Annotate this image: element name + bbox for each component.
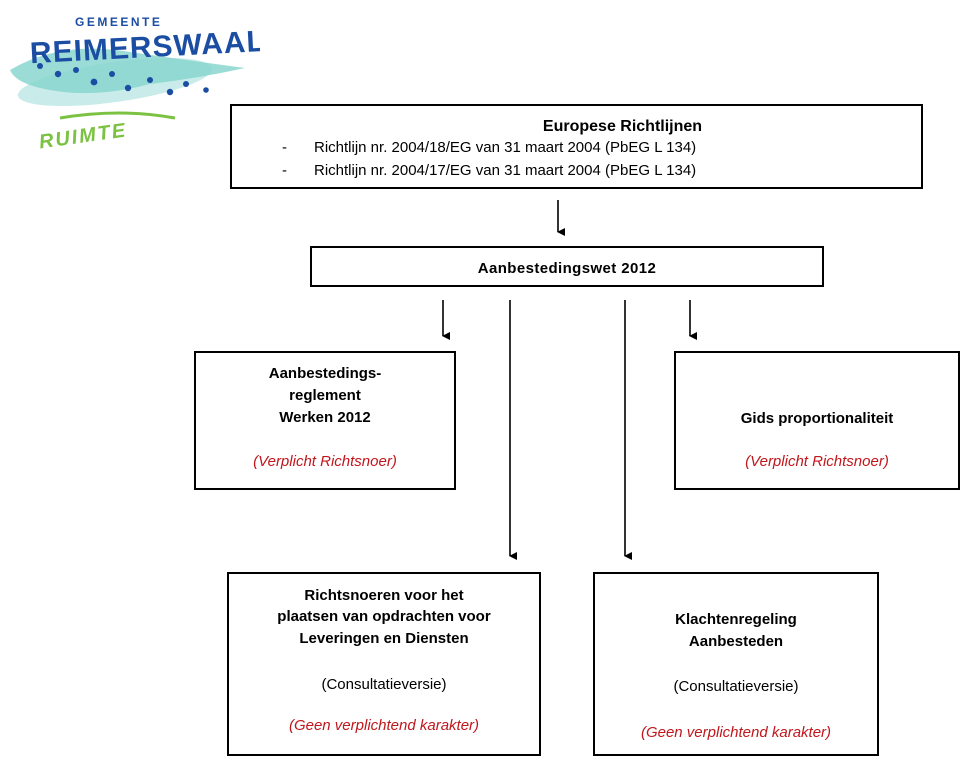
eu-item: - Richtlijn nr. 2004/17/EG van 31 maart 2… <box>282 162 696 179</box>
richtsnoeren-note: (Geen verplichtend karakter) <box>288 717 480 734</box>
logo-island-shape <box>10 48 245 94</box>
richtsnoeren-line: Leveringen en Diensten <box>299 630 469 647</box>
reglement-line: reglement <box>289 387 361 404</box>
aanbestedingswet-box: Aanbestedingswet 2012 <box>310 246 824 287</box>
klachten-note: (Geen verplichtend karakter) <box>640 724 832 741</box>
logo-top-text: GEMEENTE <box>75 15 162 29</box>
eu-richtlijnen-box: Europese Richtlijnen - Richtlijn nr. 2004… <box>230 104 923 189</box>
klachten-line: Aanbesteden <box>688 633 784 650</box>
richtsnoeren-line: Richtsnoeren voor het <box>304 587 464 604</box>
reglement-box: Aanbestedings- reglement Werken 2012 (Ve… <box>194 351 456 490</box>
gids-note: (Verplicht Richtsnoer) <box>745 453 889 470</box>
gids-title: Gids proportionaliteit <box>740 410 894 427</box>
reimerswaal-logo: GEMEENTE REIMERSWAAL RUIMTE <box>10 15 260 150</box>
eu-item-text: Richtlijn nr. 2004/18/EG van 31 maart 20… <box>314 139 697 156</box>
eu-item-text: Richtlijn nr. 2004/17/EG van 31 maart 20… <box>314 162 697 179</box>
reglement-note: (Verplicht Richtsnoer) <box>253 453 397 470</box>
richtsnoeren-status: (Consultatieversie) <box>321 676 447 693</box>
reglement-line: Aanbestedings- <box>268 365 382 382</box>
klachten-line: Klachtenregeling <box>675 611 797 628</box>
gids-box: Gids proportionaliteit (Verplicht Richts… <box>674 351 960 490</box>
logo-swoosh <box>59 111 176 120</box>
logo-dots <box>37 63 209 96</box>
reglement-line: Werken 2012 <box>279 409 371 426</box>
richtsnoeren-line: plaatsen van opdrachten voor <box>277 608 491 625</box>
wet-title: Aanbestedingswet 2012 <box>477 260 657 277</box>
klachten-status: (Consultatieversie) <box>673 678 799 695</box>
eu-title: Europese Richtlijnen <box>542 118 703 135</box>
richtsnoeren-box: Richtsnoeren voor het plaatsen van opdra… <box>227 572 541 756</box>
eu-item-dash: - <box>282 162 287 179</box>
klachten-box: Klachtenregeling Aanbesteden (Consultati… <box>593 572 879 756</box>
eu-item-dash: - <box>282 139 287 156</box>
eu-item: - Richtlijn nr. 2004/18/EG van 31 maart 2… <box>282 139 696 156</box>
